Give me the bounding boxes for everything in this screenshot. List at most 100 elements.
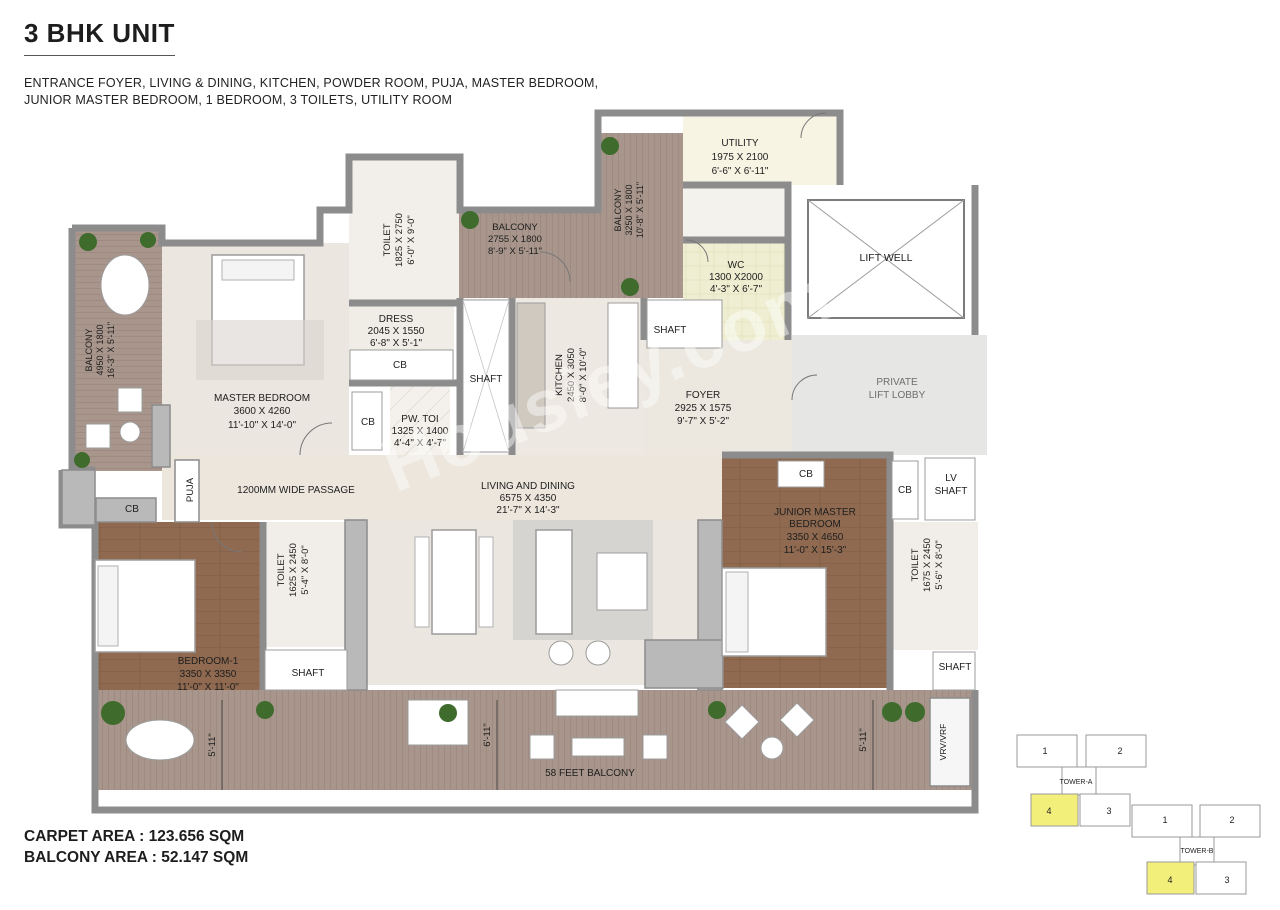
- cb-box-junior: [777, 460, 825, 488]
- private-lift-lobby-floor: [792, 335, 987, 455]
- shaft-box-bed1: [264, 649, 348, 691]
- tower-b: 1 2 3 4 TOWER-B: [1131, 804, 1261, 895]
- bedroom1-label: BEDROOM-1: [178, 656, 239, 667]
- tower-b-unit-3-label: 3: [1224, 875, 1229, 885]
- tower-a-label: TOWER-A: [1060, 779, 1093, 786]
- foyer-floor: [644, 340, 792, 455]
- tower-a-unit-4: [1030, 793, 1079, 827]
- dress-label: DRESS: [379, 314, 414, 325]
- carpet-area: CARPET AREA : 123.656 SQM: [24, 828, 245, 845]
- puja-label: PUJA: [185, 477, 196, 502]
- junior-toilet-floor: [890, 522, 978, 650]
- lift-well-cross: [807, 199, 965, 319]
- cb-label-junior: CB: [799, 469, 813, 480]
- bottom-balcony-chair-3: [724, 704, 760, 740]
- bed1-toilet-floor: [263, 522, 348, 647]
- kitchen-balcony-label: BALCONY: [613, 188, 623, 231]
- bottom-balcony-chair-4: [779, 702, 815, 738]
- master-toilet-size-ft: 6'-0" X 9'-0": [406, 215, 417, 264]
- dim-center-balcony: 6'-11": [482, 723, 493, 747]
- junior-toilet-size-mm: 1675 X 2450: [922, 538, 933, 592]
- living-dining-size-mm: 6575 X 4350: [500, 493, 557, 504]
- left-balcony-lounger: [100, 254, 150, 316]
- utility-floor: [683, 112, 840, 185]
- pw-toi-floor: [390, 385, 450, 455]
- room-labels: UTILITY 1975 X 2100 6'-6" X 6'-11" BALCO…: [84, 138, 971, 779]
- kitchen-label: KITCHEN: [554, 354, 565, 396]
- cb-box-master: [351, 391, 383, 451]
- tower-a-unit-1: [1016, 734, 1078, 768]
- cb-label-dress: CB: [393, 360, 407, 371]
- greenery: [74, 137, 925, 725]
- junior-master-size-ft: 11'-0" X 15'-3": [784, 545, 847, 556]
- tower-a-unit-3-label: 3: [1106, 806, 1111, 816]
- bottom-balcony-side-table: [760, 736, 784, 760]
- foyer-size-ft: 9'-7" X 5'-2": [677, 416, 730, 427]
- description-line-2: JUNIOR MASTER BEDROOM, 1 BEDROOM, 3 TOIL…: [24, 93, 453, 107]
- kitchen-counter: [516, 302, 546, 429]
- junior-shaft-label: SHAFT: [939, 662, 972, 673]
- passage-label: 1200MM WIDE PASSAGE: [237, 485, 355, 496]
- junior-master-label-2: BEDROOM: [789, 519, 841, 530]
- top-balcony-size-ft: 8'-9" X 5'-11": [488, 246, 542, 257]
- wc-label: WC: [728, 260, 745, 271]
- tower-a-unit-2-label: 2: [1117, 746, 1122, 756]
- coffee-table: [596, 552, 648, 611]
- junior-master-label-1: JUNIOR MASTER: [774, 507, 856, 518]
- tower-b-unit-4-label: 4: [1167, 875, 1172, 885]
- master-bedroom-size-ft: 11'-10" X 14'-0": [228, 420, 296, 431]
- utility-label: UTILITY: [721, 138, 759, 149]
- tower-b-unit-4: [1146, 861, 1195, 895]
- junior-master-size-mm: 3350 X 4650: [787, 532, 844, 543]
- bed1-shaft-label: SHAFT: [292, 668, 325, 679]
- cb-label-bedroom1: CB: [125, 504, 139, 515]
- unit-description: ENTRANCE FOYER, LIVING & DINING, KITCHEN…: [24, 75, 598, 109]
- tower-a-unit-4-label: 4: [1046, 806, 1051, 816]
- lift-well-label: LIFT WELL: [860, 252, 913, 264]
- cb-box-junior-2: [891, 460, 919, 520]
- dining-chairs: [414, 536, 430, 628]
- tower-b-label: TOWER-B: [1181, 848, 1214, 855]
- bed1-toilet-size-mm: 1625 X 2450: [288, 543, 299, 597]
- tower-a-unit-3: [1079, 793, 1131, 827]
- key-plan: 1 2 3 4 TOWER-A 1 2 3 4 TOWER-B: [1016, 734, 1261, 895]
- bottom-balcony-bench: [407, 699, 469, 746]
- master-toilet-floor: [349, 160, 459, 303]
- armchair-1: [548, 640, 574, 666]
- pw-toi-size-ft: 4'-4" X 4'-7": [394, 438, 447, 449]
- dim-left-balcony: 5'-11": [207, 733, 218, 757]
- kitchen-balcony-size-mm: 3250 X 1800: [624, 184, 634, 235]
- tower-a-core: [1061, 766, 1097, 796]
- shaft-box-junior: [932, 651, 976, 691]
- top-balcony-floor: [459, 210, 599, 298]
- central-shaft-label: SHAFT: [470, 374, 503, 385]
- foyer-size-mm: 2925 X 1575: [675, 403, 732, 414]
- junior-toilet-size-ft: 5'-6" X 8'-0": [934, 540, 945, 589]
- top-balcony-size-mm: 2755 X 1800: [488, 234, 542, 245]
- furniture: [74, 137, 976, 787]
- cb-box-dress: [349, 349, 454, 381]
- master-bed-rug: [196, 320, 324, 380]
- dim-right-balcony: 5'-11": [858, 728, 869, 752]
- bottom-balcony-chair-2: [642, 734, 668, 760]
- left-balcony-chair-2: [85, 423, 111, 449]
- tower-a-unit-2: [1085, 734, 1147, 768]
- lv-shaft-box: [924, 457, 976, 521]
- living-sofa: [535, 529, 573, 635]
- vrv-box: [929, 697, 971, 787]
- bottom-balcony-lounger: [125, 719, 195, 761]
- description-line-1: ENTRANCE FOYER, LIVING & DINING, KITCHEN…: [24, 76, 599, 90]
- pw-toi-size-mm: 1325 X 1400: [392, 426, 449, 437]
- lv-shaft-label-1: LV: [945, 473, 957, 484]
- tower-b-unit-1-label: 1: [1162, 815, 1167, 825]
- tower-b-unit-2-label: 2: [1229, 815, 1234, 825]
- bedroom1-size-ft: 11'-0" X 11'-0": [177, 682, 239, 693]
- armchair-2: [585, 640, 611, 666]
- bedroom1-bed-pillows: [97, 565, 119, 647]
- bedroom1-size-mm: 3350 X 3350: [180, 669, 237, 680]
- lift-lobby-label-2: LIFT LOBBY: [869, 390, 926, 401]
- bed1-toilet-size-ft: 5'-4" X 8'-0": [300, 545, 311, 594]
- left-balcony-label: BALCONY: [84, 328, 94, 371]
- top-balcony-label: BALCONY: [492, 222, 538, 233]
